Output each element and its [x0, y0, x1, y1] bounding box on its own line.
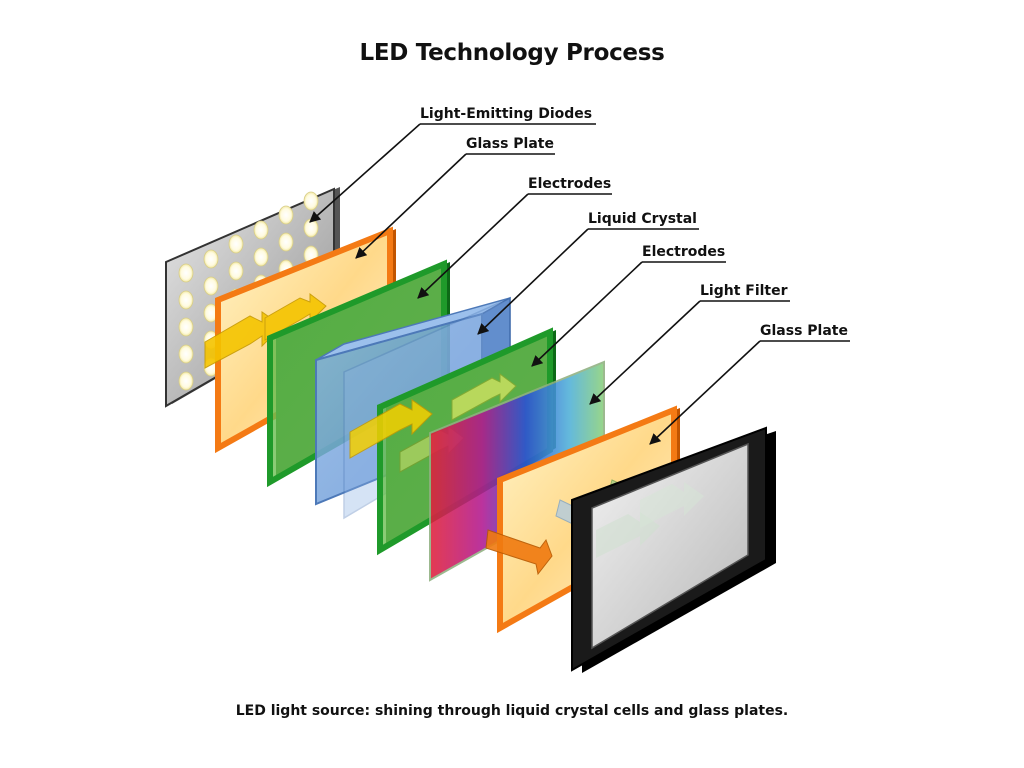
- label-glass-plate-back: Glass Plate: [466, 136, 554, 152]
- leader-line-glass-plate-back: [355, 153, 467, 259]
- label-light-emitting-diodes: Light-Emitting Diodes: [420, 106, 592, 122]
- leader-line-light-filter: [589, 300, 701, 405]
- display-screen: [571, 426, 776, 673]
- label-underlines: [420, 123, 850, 342]
- leader-line-glass-plate-front: [649, 340, 761, 445]
- leader-line-light-emitting-diodes: [309, 123, 421, 223]
- label-liquid-crystal: Liquid Crystal: [588, 211, 697, 227]
- leader-lines: [309, 123, 761, 445]
- label-glass-plate-front: Glass Plate: [760, 323, 848, 339]
- diagram-caption: LED light source: shining through liquid…: [235, 703, 789, 719]
- leader-line-electrodes-front: [531, 261, 643, 367]
- label-light-filter: Light Filter: [700, 283, 788, 299]
- diagram-title: LED Technology Process: [359, 40, 665, 66]
- label-electrodes-back: Electrodes: [528, 176, 611, 192]
- label-electrodes-front: Electrodes: [642, 244, 725, 260]
- leader-line-liquid-crystal: [477, 228, 589, 335]
- leader-line-electrodes-back: [417, 193, 529, 299]
